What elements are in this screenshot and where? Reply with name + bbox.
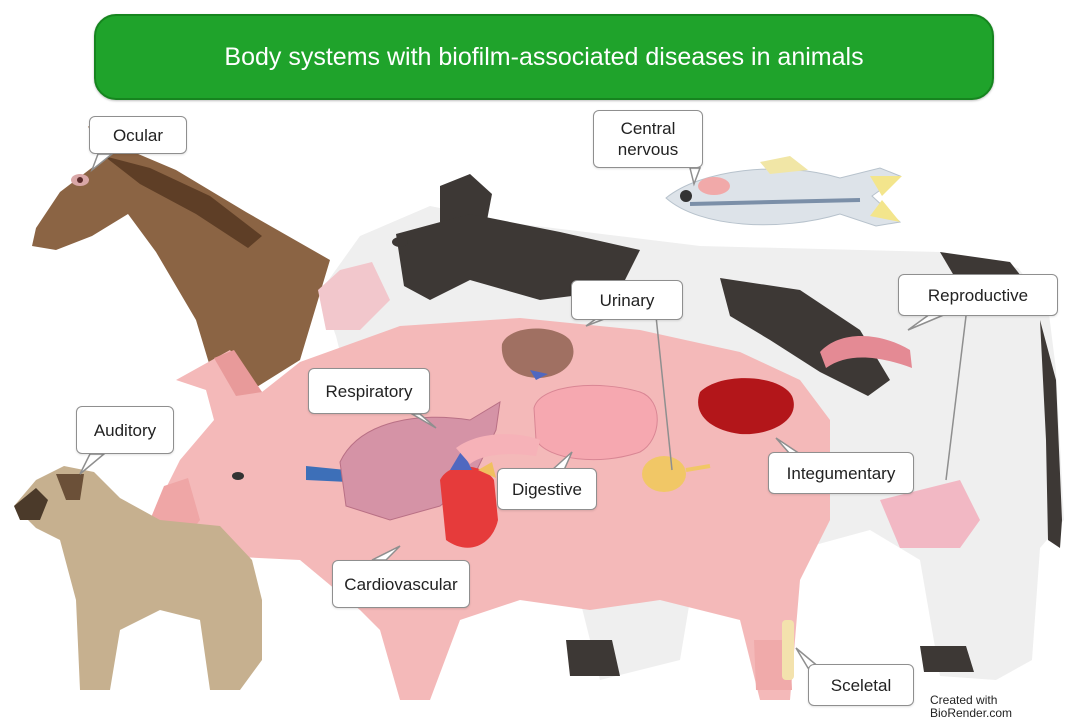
horse [32,126,330,400]
label-skeletal: Sceletal [808,664,914,706]
credit-text: Created with BioRender.com [930,694,1060,720]
label-urinary: Urinary [571,280,683,320]
label-digestive: Digestive [497,468,597,510]
label-central-nervous: Central nervous [593,110,703,168]
label-integumentary: Integumentary [768,452,914,494]
label-respiratory: Respiratory [308,368,430,414]
label-auditory: Auditory [76,406,174,454]
label-cardiovascular: Cardiovascular [332,560,470,608]
label-reproductive: Reproductive [898,274,1058,316]
label-ocular: Ocular [89,116,187,154]
diagram-title: Body systems with biofilm-associated dis… [94,14,994,100]
fish [666,156,902,226]
